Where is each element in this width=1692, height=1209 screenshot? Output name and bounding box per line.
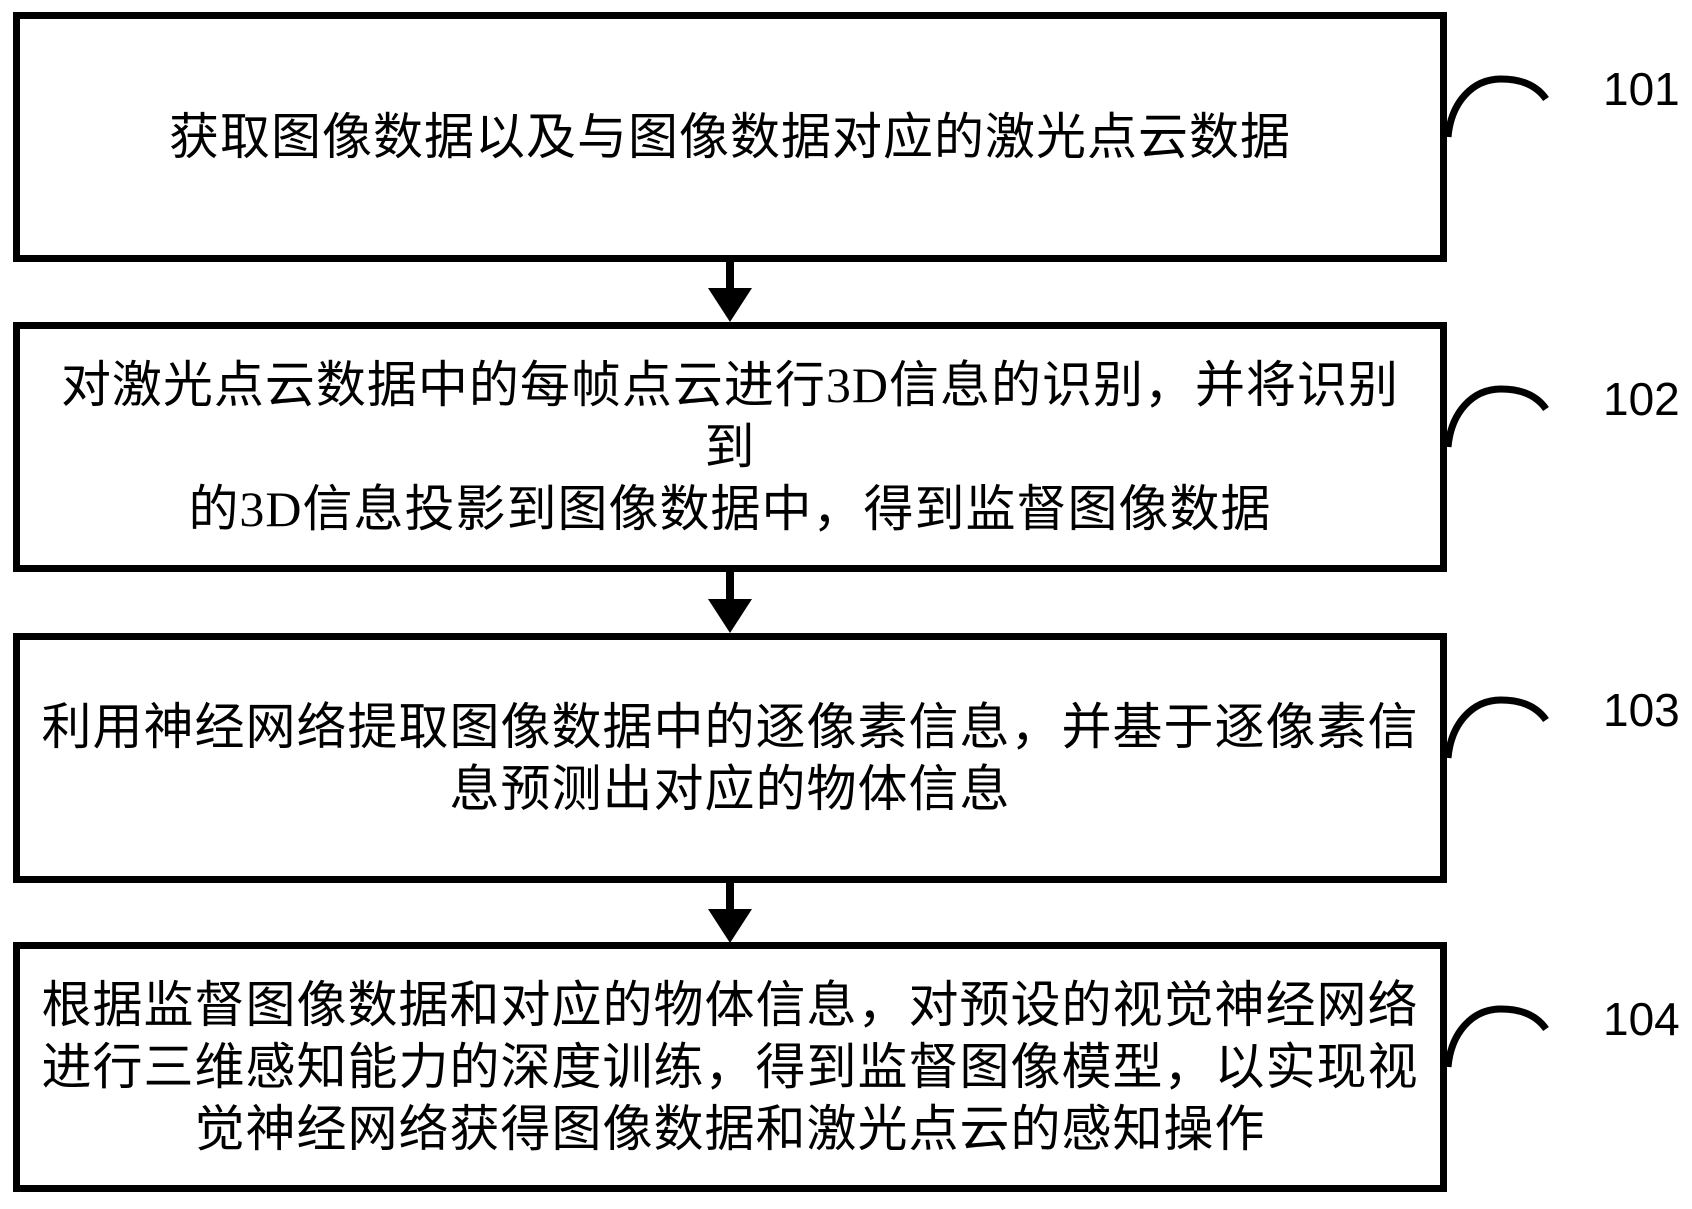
step-ref-number-102: 102: [1603, 373, 1680, 425]
step-103-line-2: 息预测出对应的物体信息: [449, 761, 1011, 817]
step-103-line-1: 利用神经网络提取图像数据中的逐像素信息，并基于逐像素信: [41, 699, 1419, 755]
step-101-line-1: 获取图像数据以及与图像数据对应的激光点云数据: [169, 109, 1291, 165]
ref-connector-arc-102: [1445, 385, 1549, 448]
step-ref-number-101: 101: [1603, 63, 1680, 115]
step-101-text: 获取图像数据以及与图像数据对应的激光点云数据: [20, 106, 1440, 168]
flow-step-box-102: 对激光点云数据中的每帧点云进行3D信息的识别，并将识别到 的3D信息投影到图像数…: [13, 322, 1447, 572]
down-arrow-icon: [708, 881, 752, 943]
ref-connector-arc-103: [1445, 696, 1549, 759]
step-ref-number-104: 104: [1603, 993, 1680, 1045]
step-ref-number-103: 103: [1603, 684, 1680, 736]
step-104-line-3: 觉神经网络获得图像数据和激光点云的感知操作: [194, 1101, 1266, 1157]
step-104-line-2: 进行三维感知能力的深度训练，得到监督图像模型，以实现视: [41, 1039, 1419, 1095]
step-104-line-1: 根据监督图像数据和对应的物体信息，对预设的视觉神经网络: [41, 977, 1419, 1033]
flow-step-box-104: 根据监督图像数据和对应的物体信息，对预设的视觉神经网络 进行三维感知能力的深度训…: [13, 942, 1447, 1192]
down-arrow-icon: [708, 260, 752, 322]
step-104-text: 根据监督图像数据和对应的物体信息，对预设的视觉神经网络 进行三维感知能力的深度训…: [20, 974, 1440, 1160]
step-102-line-2: 的3D信息投影到图像数据中，得到监督图像数据: [188, 481, 1272, 537]
step-102-line-1: 对激光点云数据中的每帧点云进行3D信息的识别，并将识别到: [60, 357, 1400, 475]
ref-connector-arc-104: [1445, 1005, 1549, 1068]
flow-step-box-103: 利用神经网络提取图像数据中的逐像素信息，并基于逐像素信 息预测出对应的物体信息: [13, 633, 1447, 883]
step-103-text: 利用神经网络提取图像数据中的逐像素信息，并基于逐像素信 息预测出对应的物体信息: [20, 696, 1440, 820]
step-102-text: 对激光点云数据中的每帧点云进行3D信息的识别，并将识别到 的3D信息投影到图像数…: [20, 354, 1440, 540]
ref-connector-arc-101: [1445, 75, 1549, 138]
flow-step-box-101: 获取图像数据以及与图像数据对应的激光点云数据: [13, 12, 1447, 262]
down-arrow-icon: [708, 571, 752, 633]
